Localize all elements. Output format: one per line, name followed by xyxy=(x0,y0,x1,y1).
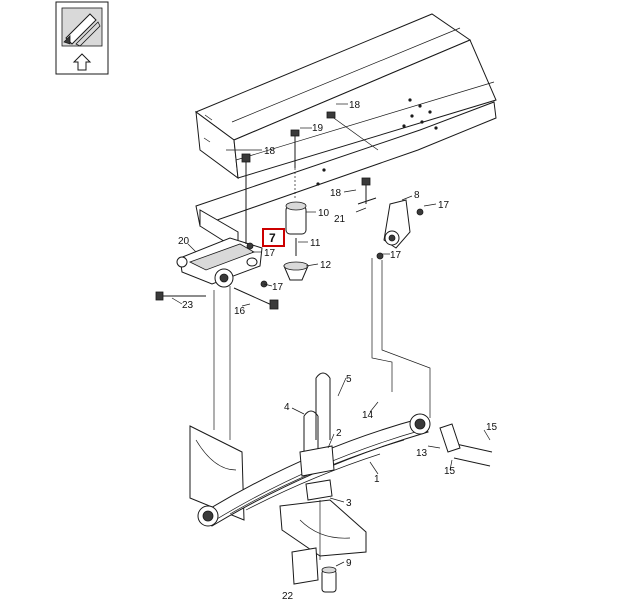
callout-18c[interactable]: 18 xyxy=(330,188,342,199)
callout-5[interactable]: 5 xyxy=(346,374,352,385)
callout-7[interactable]: 7 xyxy=(269,231,276,245)
callout-labels: 18 19 18 18 10 11 12 20 17 17 23 16 21 8… xyxy=(178,100,498,600)
callout-17b[interactable]: 17 xyxy=(272,282,284,293)
callout-22[interactable]: 22 xyxy=(282,591,294,600)
frame-rail xyxy=(194,13,497,251)
callout-2[interactable]: 2 xyxy=(336,428,342,439)
callout-23[interactable]: 23 xyxy=(182,300,194,311)
callout-18a[interactable]: 18 xyxy=(264,146,276,157)
rear-shackle-bracket xyxy=(357,197,411,249)
callout-1[interactable]: 1 xyxy=(374,474,380,485)
callout-20[interactable]: 20 xyxy=(178,236,190,247)
view-orientation-icon[interactable] xyxy=(55,1,109,75)
callout-13[interactable]: 13 xyxy=(416,448,428,459)
callout-17d[interactable]: 17 xyxy=(390,250,402,261)
callout-16[interactable]: 16 xyxy=(234,306,246,317)
callout-18b[interactable]: 18 xyxy=(349,100,361,111)
callout-14[interactable]: 14 xyxy=(362,410,374,421)
bolts-side xyxy=(155,287,493,467)
callout-10[interactable]: 10 xyxy=(318,208,330,219)
callout-15a[interactable]: 15 xyxy=(486,422,498,433)
callout-9[interactable]: 9 xyxy=(346,558,352,569)
callout-17a[interactable]: 17 xyxy=(264,248,276,259)
callout-11[interactable]: 11 xyxy=(310,238,321,249)
bolts-upper xyxy=(241,111,424,288)
callout-21[interactable]: 21 xyxy=(334,214,346,225)
callout-17c[interactable]: 17 xyxy=(438,200,450,211)
leader-lines xyxy=(171,103,491,567)
u-bolts xyxy=(299,372,335,560)
lower-spacer xyxy=(291,547,337,593)
callout-19[interactable]: 19 xyxy=(312,123,324,134)
callout-8[interactable]: 8 xyxy=(414,190,420,201)
callout-15b[interactable]: 15 xyxy=(444,466,456,477)
assembly-guide-lines xyxy=(213,258,431,440)
callout-12[interactable]: 12 xyxy=(320,260,332,271)
highlight-box xyxy=(262,228,285,247)
callout-4[interactable]: 4 xyxy=(284,402,290,413)
callout-3[interactable]: 3 xyxy=(346,498,352,509)
